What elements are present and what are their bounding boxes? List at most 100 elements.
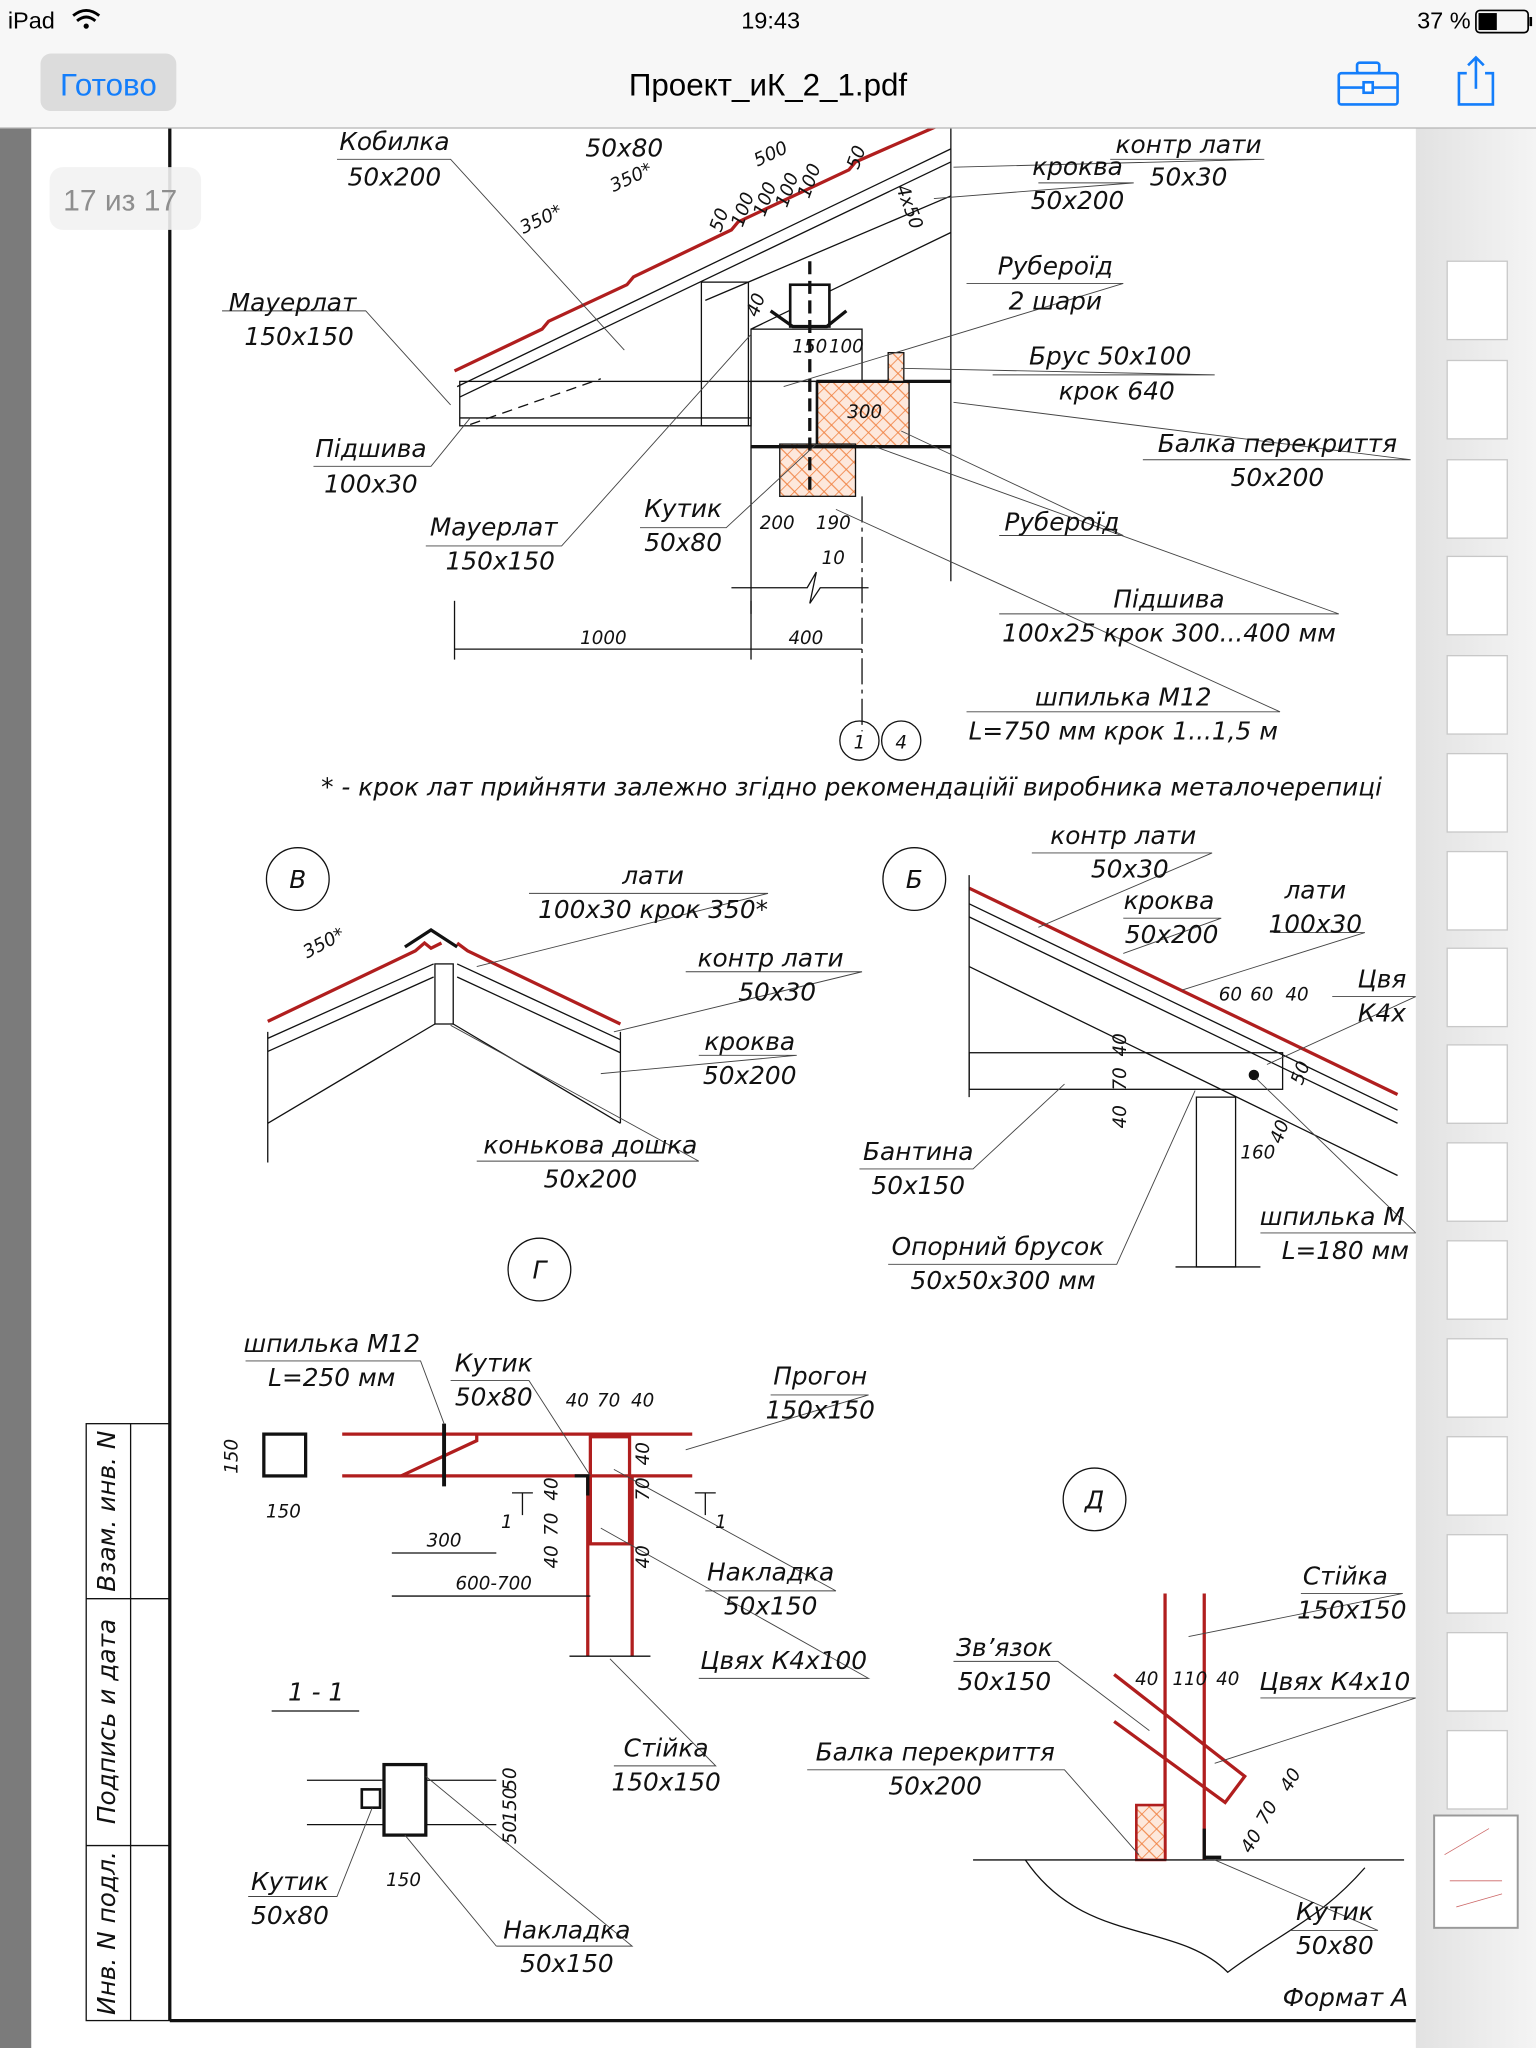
thumbnail-page-12[interactable] <box>1446 1338 1508 1418</box>
label-krokva-size: 50x200 <box>1125 920 1219 949</box>
label-stiyka-size: 150x150 <box>1297 1595 1406 1624</box>
thumbnail-page-14[interactable] <box>1446 1534 1508 1614</box>
thumbnail-page-5[interactable] <box>1446 655 1508 735</box>
thumbnail-list[interactable] <box>1433 260 1519 1929</box>
done-button[interactable]: Готово <box>40 53 177 112</box>
battery-percent: 37 % <box>1417 8 1471 34</box>
dim: 160 <box>1240 1143 1275 1164</box>
toolbox-icon[interactable] <box>1337 61 1399 106</box>
thumbnail-page-7[interactable] <box>1446 850 1508 931</box>
rafter-detail-b: Б контр лати 50x30 кроква 50x200 лати 10… <box>859 821 1416 1295</box>
label-laty: лати <box>1283 876 1346 905</box>
dim: 60 <box>1250 984 1273 1005</box>
dim: 40 <box>1110 1033 1131 1056</box>
section-mark: 1 <box>501 1512 513 1533</box>
dim: 40 <box>631 1391 654 1412</box>
thumbnail-page-1[interactable] <box>1446 260 1508 341</box>
thumbnail-page-2[interactable] <box>1446 359 1508 440</box>
dim: 1000 <box>580 628 627 649</box>
label-balka: Балка перекриття <box>1158 429 1397 458</box>
thumbnail-page-4[interactable] <box>1446 555 1508 636</box>
label-kontr-laty: контр лати <box>1116 130 1262 159</box>
label-mauerlat: Мауерлат <box>229 288 358 317</box>
dim: 150 <box>266 1502 301 1523</box>
label-pidshyva-size: 100x30 <box>324 469 418 498</box>
label-nakladka: Накладка <box>707 1557 834 1586</box>
share-icon[interactable] <box>1457 55 1495 106</box>
label-mauerlat-size: 150x150 <box>244 322 353 351</box>
device-name: iPad <box>8 8 55 34</box>
dim: 10 <box>822 548 845 569</box>
roof-sheet <box>453 127 938 373</box>
label-tsviakh: Цвях К4х10 <box>1259 1667 1410 1696</box>
label-stiyka: Стійка <box>1303 1561 1388 1590</box>
dim: 70 <box>597 1391 620 1412</box>
label-shpylka: шпилька М12 <box>244 1329 420 1358</box>
thumbnail-page-9[interactable] <box>1446 1044 1508 1124</box>
axis-marker-1 <box>839 720 880 761</box>
thumbnail-page-15[interactable] <box>1446 1631 1508 1712</box>
label-kontr-laty: контр лати <box>1050 821 1196 850</box>
label-nakladka: Накладка <box>503 1915 630 1944</box>
label-konkova: конькова дошка <box>483 1130 697 1159</box>
detail-marker-label: Г <box>533 1256 549 1285</box>
detail-marker-label: Д <box>1084 1486 1104 1515</box>
label-brus-step: крок 640 <box>1059 377 1175 406</box>
label-kutyk: Кутик <box>644 494 722 523</box>
label-bantyna: Бантина <box>863 1137 973 1166</box>
dim: 150 <box>500 1788 521 1823</box>
dim: 100 <box>829 337 864 358</box>
dim: 200 <box>760 513 795 534</box>
done-button-label[interactable]: Готово <box>60 67 157 102</box>
inv-podl-label: Инв. N подл. <box>92 1851 121 2015</box>
label-partial: 50x80 <box>585 134 663 163</box>
dim: 40 <box>633 1442 654 1465</box>
thumbnail-page-11[interactable] <box>1446 1240 1508 1320</box>
label-laty: лати <box>621 861 684 890</box>
vzam-inv-label: Взам. инв. N <box>92 1431 121 1592</box>
label-kontr-laty-size: 50x30 <box>1150 162 1228 191</box>
label-tsviakh: Цвя <box>1357 964 1406 993</box>
dim: 50 <box>500 1767 521 1790</box>
label-krokva-size: 50x200 <box>1031 186 1125 215</box>
label-ruberoid: Рубероїд <box>998 251 1113 280</box>
thumbnail-page-10[interactable] <box>1446 1142 1508 1222</box>
dim: 300 <box>847 402 882 423</box>
label-shpylka-size: L=250 мм <box>268 1363 395 1392</box>
battery-icon <box>1475 9 1533 34</box>
thumbnail-page-6[interactable] <box>1446 752 1508 833</box>
label-stiyka-size: 150x150 <box>611 1768 720 1797</box>
label-bantyna-size: 50x150 <box>871 1171 965 1200</box>
label-zviazok: Зв’язок <box>956 1633 1053 1662</box>
purlin-detail-g: Г шпилька М12 L=250 мм Кутик 50x80 Прого… <box>222 1237 875 1797</box>
label-krokva-size: 50x200 <box>703 1061 797 1090</box>
axis-label: 4 <box>895 732 907 753</box>
label-zviazok-size: 50x150 <box>958 1667 1052 1696</box>
label-shpylka: шпилька М <box>1260 1202 1405 1231</box>
status-bar: iPad 19:43 37 % <box>0 0 1536 128</box>
thumbnail-page-3[interactable] <box>1446 459 1508 539</box>
thumbnail-page-8[interactable] <box>1446 947 1508 1028</box>
thumbnail-page-13[interactable] <box>1446 1436 1508 1516</box>
axis-label: 1 <box>854 732 866 753</box>
thumbnail-page-17-current[interactable] <box>1433 1814 1519 1929</box>
label-pidshyva: Підшива <box>315 434 426 463</box>
thumbnail-preview <box>1444 1828 1503 1908</box>
dim: 40 <box>566 1391 589 1412</box>
label-kontr-laty-size: 50x30 <box>1091 855 1169 884</box>
dim: 40 <box>1135 1669 1158 1690</box>
label-ruberoid: Рубероїд <box>1004 507 1119 536</box>
label-balka-size: 50x200 <box>1231 463 1325 492</box>
label-kutyk: Кутик <box>251 1867 329 1896</box>
thumbnail-page-16[interactable] <box>1446 1729 1508 1810</box>
dim: 40 <box>542 1545 563 1568</box>
label-krokva: кроква <box>704 1027 795 1056</box>
label-pidshyva: Підшива <box>1113 584 1224 613</box>
dim: 40 <box>633 1545 654 1568</box>
label-mauerlat: Мауерлат <box>430 513 559 542</box>
label-laty-size: 100x30 крок 350* <box>538 895 768 924</box>
label-tsviakh: Цвях К4х100 <box>700 1646 867 1675</box>
clock: 19:43 <box>741 8 800 34</box>
label-tsviakh-size: К4х <box>1358 998 1406 1027</box>
